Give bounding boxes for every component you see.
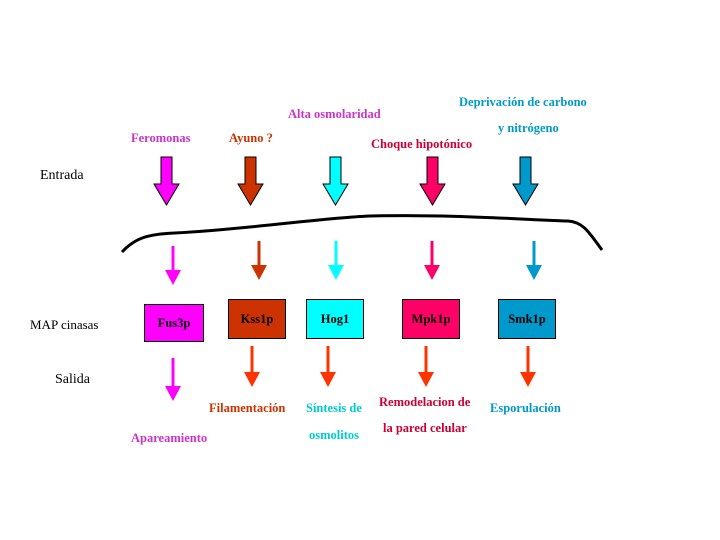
hypotonic-shock-kinase-arrow xyxy=(424,241,440,280)
sporulation-output-arrow xyxy=(520,346,536,387)
output-filamentation: Filamentación xyxy=(209,401,286,415)
input-row-label: Entrada xyxy=(40,168,84,183)
stimulus-hypotonic-shock: Choque hipotónico xyxy=(371,137,473,151)
output-sporulation: Esporulación xyxy=(490,401,561,415)
kinases-row-label: MAP cinasas xyxy=(30,317,99,332)
cell-wall-output-arrow xyxy=(418,346,434,387)
hypotonic-shock-input-arrow xyxy=(419,156,446,206)
output-osmolyte-line2: osmolitos xyxy=(309,428,359,442)
starvation-kinase-arrow xyxy=(251,241,267,280)
high-osmolarity-kinase-arrow xyxy=(328,241,344,280)
filamentation-output-arrow xyxy=(244,346,260,387)
kinase-box-kss1p: Kss1p xyxy=(228,299,286,339)
stimulus-starvation: Ayuno ? xyxy=(229,131,273,145)
kinase-box-smk1p: Smk1p xyxy=(498,299,556,339)
deprivation-input-arrow xyxy=(512,156,539,206)
stimulus-deprivation-line2: y nitrógeno xyxy=(498,121,559,135)
mating-output-arrow xyxy=(165,358,181,401)
output-osmolyte-line1: Síntesis de xyxy=(306,401,362,415)
stimulus-pheromones: Feromonas xyxy=(131,131,191,145)
deprivation-kinase-arrow xyxy=(526,241,542,280)
osmolyte-output-arrow xyxy=(320,346,336,387)
stimulus-high-osmolarity: Alta osmolaridad xyxy=(288,107,381,121)
output-row-label: Salida xyxy=(55,372,90,387)
output-mating: Apareamiento xyxy=(131,431,208,445)
kinase-box-hog1: Hog1 xyxy=(306,299,364,339)
output-remodel-line1: Remodelacion de xyxy=(379,395,471,409)
starvation-input-arrow xyxy=(237,156,264,206)
stimulus-deprivation-line1: Deprivación de carbono xyxy=(459,95,587,109)
output-remodel-line2: la pared celular xyxy=(383,421,467,435)
high-osmolarity-input-arrow xyxy=(322,156,349,206)
kinase-box-mpk1p: Mpk1p xyxy=(402,299,460,339)
pheromones-input-arrow xyxy=(153,156,180,206)
kinase-box-fus3p: Fus3p xyxy=(144,304,204,342)
pheromones-kinase-arrow xyxy=(165,246,181,285)
cell-membrane-curve xyxy=(120,214,604,254)
